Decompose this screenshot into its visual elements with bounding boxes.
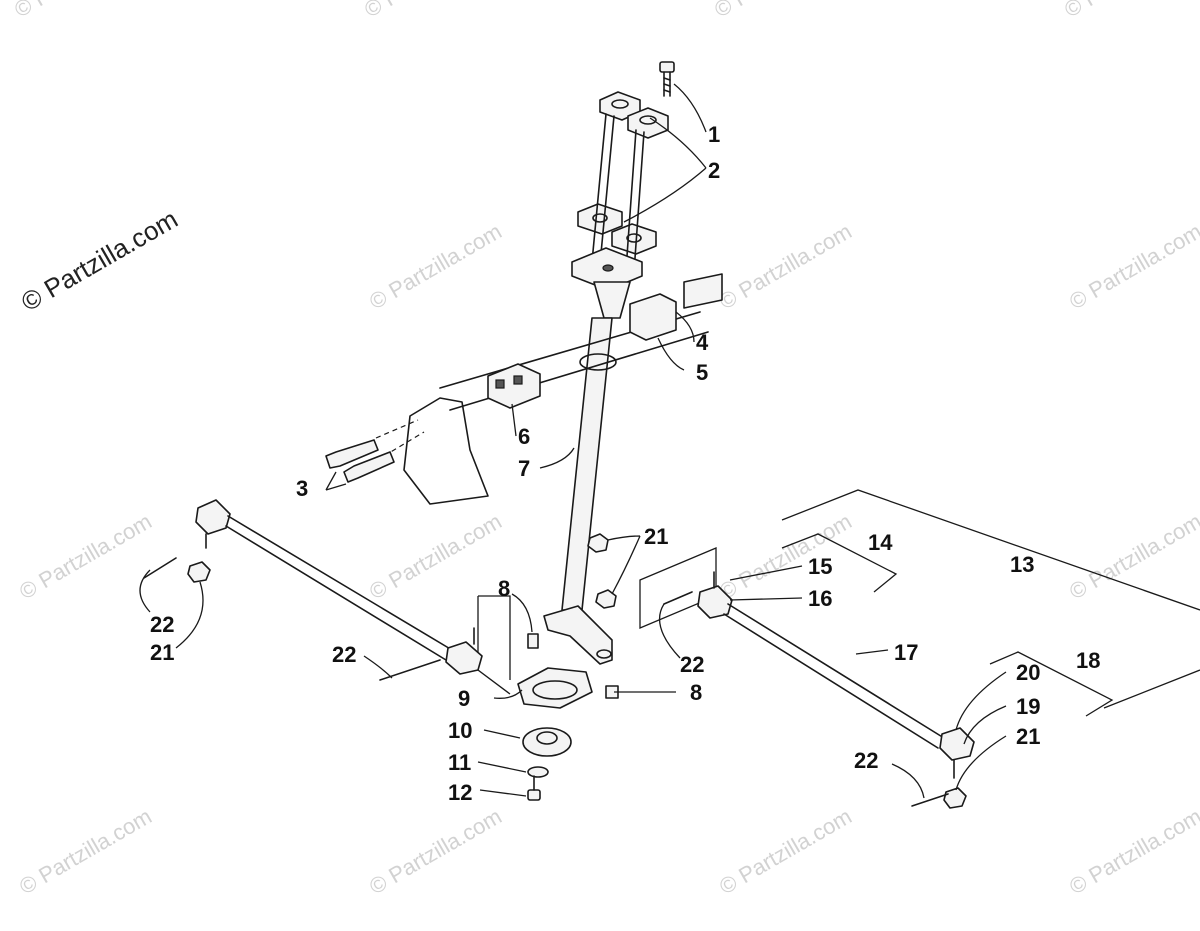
bearing-flange — [517, 667, 593, 709]
cotter-pin-left-mid — [379, 659, 441, 681]
mount-bracket-right — [683, 273, 723, 309]
watermark-text: © Partzilla.com — [365, 219, 506, 315]
watermark-text: © Partzilla.com — [715, 804, 856, 900]
watermark-text: © Partzilla.com — [1065, 219, 1200, 315]
callout-1: 1 — [708, 122, 720, 147]
callout-8-upper: 8 — [498, 576, 510, 601]
callout-22-center: 22 — [680, 652, 704, 677]
watermark-main: © Partzilla.com — [16, 204, 183, 318]
callout-18: 18 — [1076, 648, 1100, 673]
nut-part-21-lower — [595, 589, 617, 609]
callout-21-left: 21 — [150, 640, 174, 665]
callout-13: 13 — [1010, 552, 1034, 577]
bolt-part-8-upper — [527, 633, 539, 649]
watermark-text: © Partzilla.com — [15, 804, 156, 900]
watermark-text: © Partzilla.com — [1060, 0, 1200, 22]
callout-7: 7 — [518, 456, 530, 481]
watermark-text: © Partzilla.com — [710, 0, 851, 22]
callout-9: 9 — [458, 686, 470, 711]
watermark-text: © Partzilla.com — [365, 804, 506, 900]
handlebar-clamp-upper — [599, 91, 669, 139]
watermark-text: © Partzilla.com — [15, 509, 156, 605]
callout-3: 3 — [296, 476, 308, 501]
watermark-text: © Partzilla.com — [360, 0, 501, 22]
watermark-text: © Partzilla.com — [365, 509, 506, 605]
callout-22-left-top: 22 — [150, 612, 174, 637]
column-upper-housing — [593, 281, 631, 319]
tie-rod-left — [143, 499, 483, 681]
watermark-text: © Partzilla.com — [10, 0, 151, 22]
callout-11: 11 — [448, 750, 471, 775]
bearing — [522, 727, 572, 757]
callout-4: 4 — [696, 330, 709, 355]
steering-column-group — [325, 61, 723, 801]
callout-5: 5 — [696, 360, 708, 385]
support-bracket — [403, 397, 489, 505]
cotter-pin-right-upper — [663, 591, 693, 605]
cotter-pin-right — [911, 793, 949, 807]
watermark-text: © Partzilla.com — [715, 509, 856, 605]
callout-15: 15 — [808, 554, 832, 579]
callout-21-top: 21 — [644, 524, 668, 549]
callout-12: 12 — [448, 780, 472, 805]
callout-2: 2 — [708, 158, 720, 183]
leader-lines — [139, 83, 1007, 799]
callout-22-right: 22 — [854, 748, 878, 773]
nut-part-21-right — [943, 787, 967, 809]
bolt-part-12 — [527, 775, 541, 801]
callout-labels: 1 2 3 4 5 6 7 8 8 9 10 11 12 13 14 15 16… — [150, 122, 1100, 805]
callout-10: 10 — [448, 718, 472, 743]
handlebar-clamp-lower — [577, 203, 657, 255]
callout-19: 19 — [1016, 694, 1040, 719]
watermark-text: © Partzilla.com — [1065, 804, 1200, 900]
watermark-text: © Partzilla.com — [715, 219, 856, 315]
crossbar-clamp-left — [487, 363, 541, 409]
steering-shaft — [561, 317, 613, 611]
watermark-layer: © Partzilla.com © Partzilla.com © Partzi… — [10, 0, 1200, 899]
cotter-pin-left — [143, 557, 177, 579]
callout-16: 16 — [808, 586, 832, 611]
watermark-text: © Partzilla.com — [1065, 509, 1200, 605]
bolt-part-3 — [325, 439, 395, 483]
tie-rod-right — [663, 489, 1200, 809]
callout-20: 20 — [1016, 660, 1040, 685]
callout-21-right: 21 — [1016, 724, 1040, 749]
bolt-part-1 — [659, 61, 675, 97]
callout-6: 6 — [518, 424, 530, 449]
callout-22-left-mid: 22 — [332, 642, 356, 667]
callout-17: 17 — [894, 640, 918, 665]
washer — [527, 766, 549, 778]
callout-14: 14 — [868, 530, 893, 555]
crossbar-clamp-right — [629, 293, 677, 341]
callout-8-lower: 8 — [690, 680, 702, 705]
nut-part-21-upper — [587, 533, 609, 553]
nut-part-21-left — [187, 561, 211, 583]
pitman-arm — [543, 605, 613, 665]
